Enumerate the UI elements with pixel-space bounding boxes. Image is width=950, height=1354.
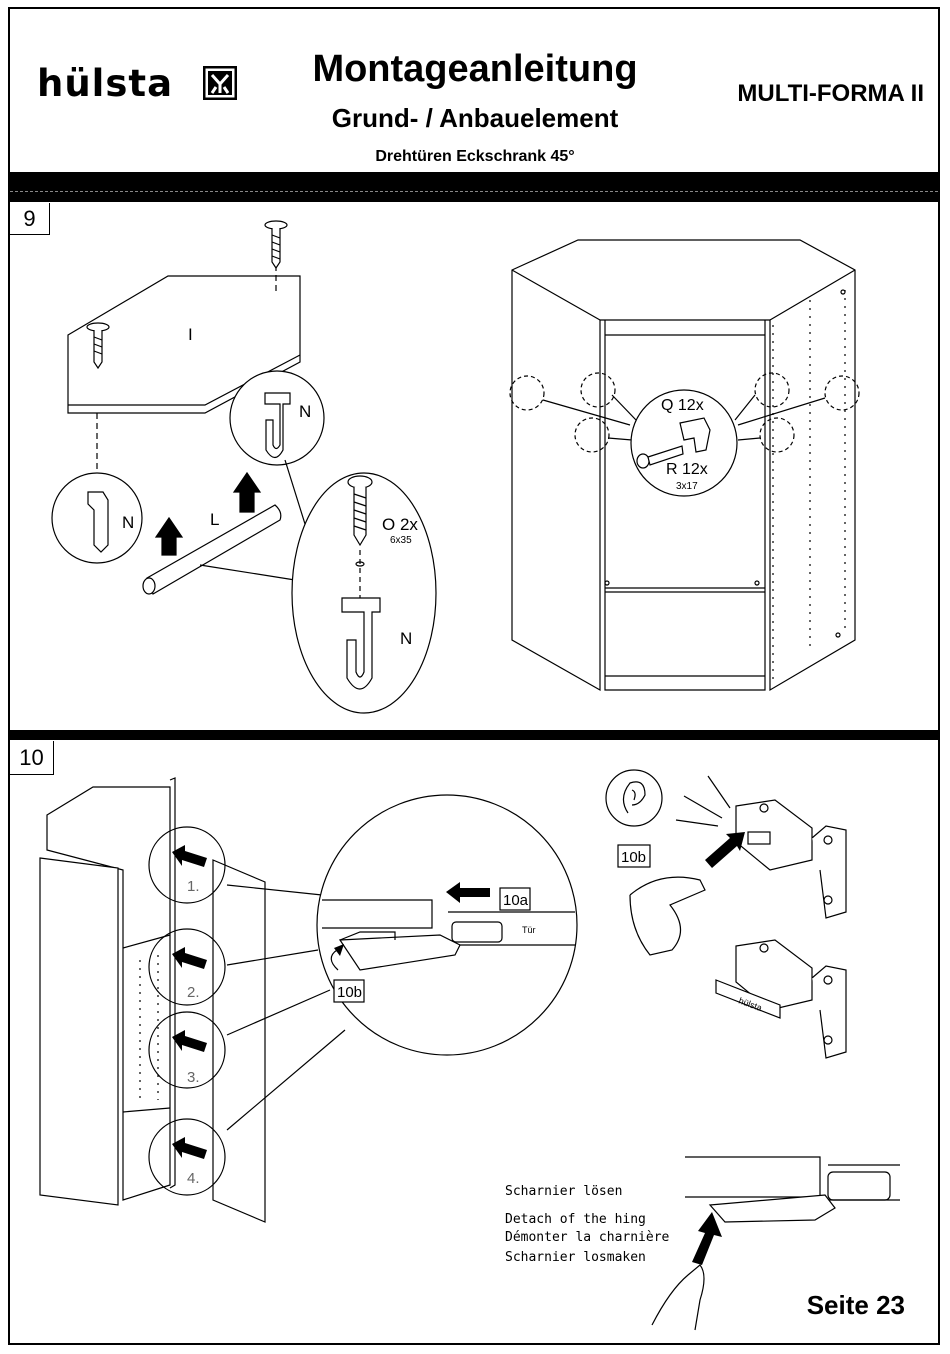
- hinge-position-label: 4.: [187, 1170, 200, 1187]
- caption-de: Scharnier lösen: [505, 1184, 622, 1199]
- page-number: Seite 23: [807, 1290, 905, 1321]
- callout-10a: 10a: [503, 892, 529, 909]
- caption-nl: Scharnier losmaken: [505, 1250, 646, 1265]
- callout-10b: 10b: [337, 984, 362, 1001]
- hinge-position-label: 3.: [187, 1069, 200, 1086]
- caption-fr: Démonter la charnière: [505, 1230, 669, 1245]
- hinge-brand-label: hülsta: [737, 995, 763, 1013]
- hinge-position-label: 2.: [187, 984, 200, 1001]
- door-label: Tür: [522, 925, 536, 935]
- caption-en: Detach of the hing: [505, 1212, 646, 1227]
- hinge-position-label: 1.: [187, 878, 200, 895]
- callout-10b: 10b: [621, 849, 646, 866]
